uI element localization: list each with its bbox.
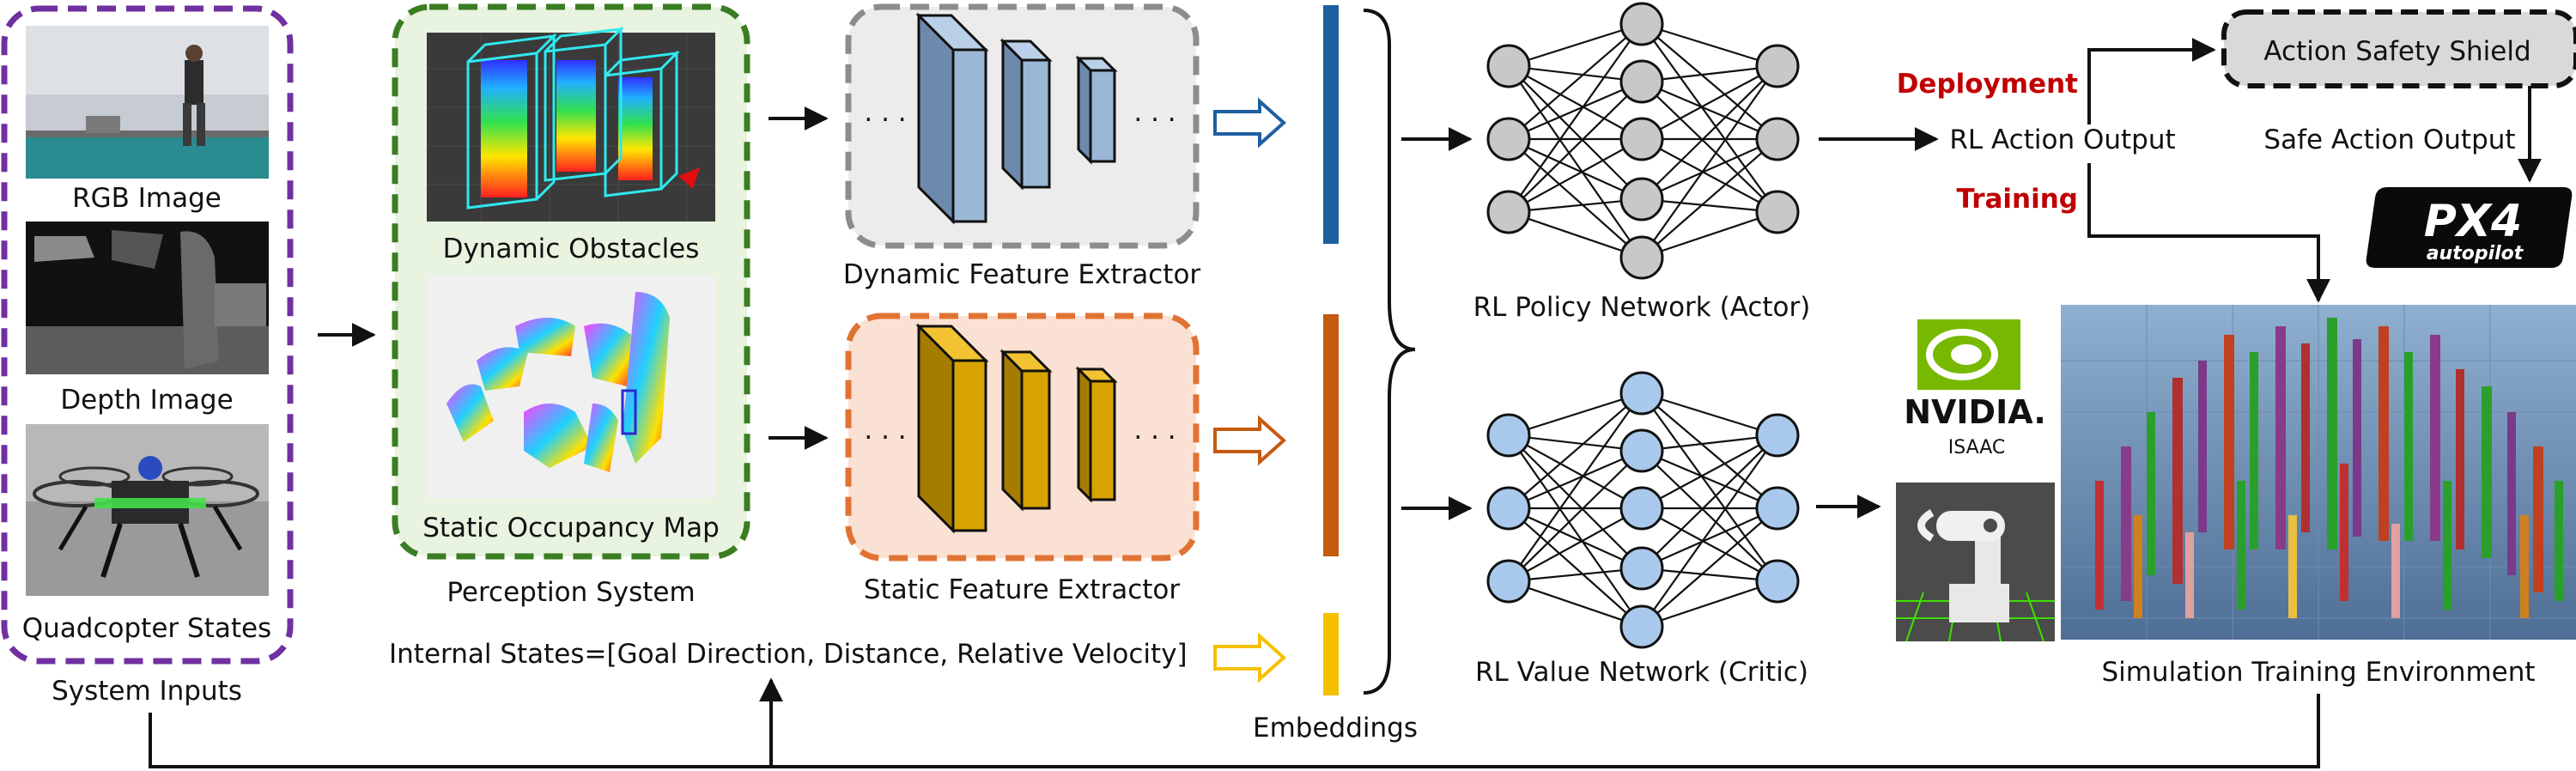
- simulation-environment-image: [2061, 305, 2576, 640]
- dynamic-obstacles-image: [427, 26, 715, 222]
- px4-logo-subtext: autopilot: [2427, 243, 2524, 264]
- static-right-ellipsis: · · ·: [1133, 422, 1176, 453]
- internal-states-label: Internal States=[Goal Direction, Distanc…: [389, 639, 1188, 670]
- rgb-image-label: RGB Image: [72, 183, 222, 214]
- system-inputs-box: [1, 5, 294, 665]
- embeddings-label: Embeddings: [1253, 713, 1418, 744]
- safe-action-output-label: Safe Action Output: [2263, 124, 2515, 155]
- feedback-loop-line: [149, 694, 2320, 768]
- static-occupancy-map-label: Static Occupancy Map: [422, 513, 720, 543]
- static-left-ellipsis: · · ·: [864, 422, 906, 453]
- embedding-bar-dynamic: [1323, 5, 1339, 244]
- isaac-logo-text: ISAAC: [1948, 437, 2006, 458]
- actor-network-label: RL Policy Network (Actor): [1473, 292, 1811, 323]
- quadcopter-image: [26, 424, 269, 596]
- critic-network-label: RL Value Network (Critic): [1475, 657, 1808, 688]
- depth-image: [26, 222, 269, 374]
- action-safety-shield-label: Action Safety Shield: [2263, 36, 2530, 67]
- quadcopter-states-label: Quadcopter States: [22, 613, 271, 644]
- hollow-arrow-internal: [1213, 632, 1287, 683]
- dynamic-extractor-title: Dynamic Feature Extractor: [843, 259, 1201, 290]
- action-safety-shield-box: [2221, 9, 2576, 88]
- isaac-robot-arm-icon: [1896, 483, 2055, 642]
- critic-network-edges: [1508, 392, 1778, 628]
- embedding-bar-static: [1323, 314, 1339, 556]
- dynamic-obstacles-label: Dynamic Obstacles: [443, 234, 700, 264]
- dynamic-right-ellipsis: · · ·: [1133, 105, 1176, 136]
- arrow-deployment-to-shield: [2087, 38, 2216, 124]
- depth-image-label: Depth Image: [60, 385, 233, 416]
- deployment-label: Deployment: [1897, 69, 2078, 100]
- training-label: Training: [1956, 184, 2078, 215]
- nvidia-logo: NVIDIA. ISAAC: [1904, 319, 2046, 458]
- system-inputs-title: System Inputs: [52, 676, 242, 707]
- static-extractor-title: Static Feature Extractor: [864, 574, 1180, 605]
- arrow-training-to-simulation: [2087, 163, 2330, 303]
- dynamic-cnn-layers: [915, 12, 1118, 225]
- rl-action-output-label: RL Action Output: [1949, 124, 2175, 155]
- perception-system-title: Perception System: [447, 577, 695, 608]
- static-occupancy-map-image: [427, 275, 715, 498]
- dynamic-left-ellipsis: · · ·: [864, 105, 906, 136]
- rgb-image: [26, 26, 269, 179]
- hollow-arrow-static: [1213, 415, 1287, 466]
- critic-network-nodes: [1486, 371, 1800, 649]
- nvidia-logo-text: NVIDIA.: [1904, 393, 2046, 431]
- simulation-pillars: [2095, 318, 2563, 618]
- actor-network-edges: [1508, 22, 1778, 259]
- embeddings-brace: [1363, 9, 1416, 695]
- px4-autopilot-logo: PX4 autopilot: [2366, 187, 2573, 268]
- embedding-bar-internal: [1323, 613, 1339, 695]
- static-cnn-layers: [915, 323, 1118, 534]
- hollow-arrow-dynamic: [1213, 97, 1287, 149]
- actor-network-nodes: [1486, 2, 1800, 280]
- px4-logo-text: PX4: [2424, 196, 2522, 247]
- simulation-environment-label: Simulation Training Environment: [2101, 657, 2535, 688]
